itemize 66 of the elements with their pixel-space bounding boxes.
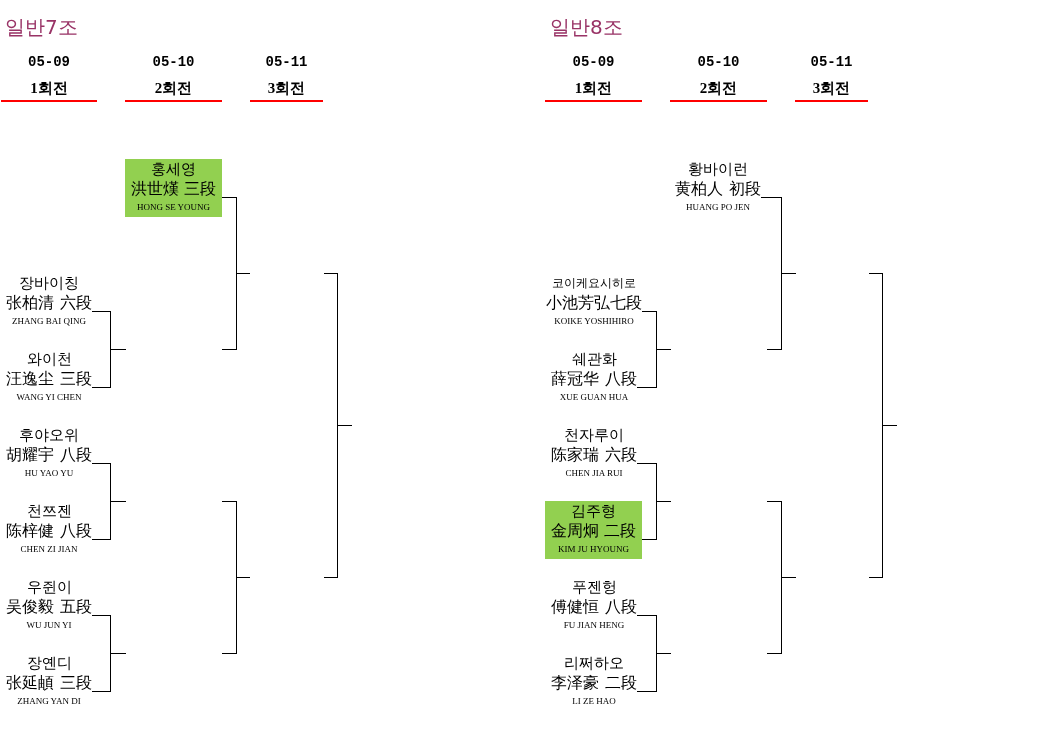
round-label: 3회전 <box>250 79 323 102</box>
korean-name: 코이케요시히로 <box>552 275 636 292</box>
date-label: 05-10 <box>696 53 741 71</box>
chinese-name: 金周炯 二段 <box>550 521 637 540</box>
romanized-name: HU YAO YU <box>24 467 74 480</box>
chinese-name: 汪逸尘 三段 <box>6 369 92 388</box>
korean-name: 후야오위 <box>19 426 79 445</box>
chinese-name: 胡耀宇 八段 <box>6 445 92 464</box>
romanized-name: HONG SE YOUNG <box>136 201 211 214</box>
korean-name: 장옌디 <box>26 654 72 673</box>
bracket-line <box>91 463 127 540</box>
round-label: 1회전 <box>1 79 97 102</box>
korean-name: 와이천 <box>26 350 72 369</box>
player-card <box>125 159 222 217</box>
korean-name: 우쥔이 <box>26 578 72 597</box>
chinese-name: 薛冠华 八段 <box>551 369 637 388</box>
round-label: 1회전 <box>545 79 642 102</box>
chinese-name: 黄柏人 初段 <box>675 179 761 198</box>
bracket-line <box>91 615 127 692</box>
bracket-line <box>636 311 672 388</box>
round-label: 2회전 <box>125 79 222 102</box>
korean-name: 천쯔젠 <box>26 502 72 521</box>
romanized-name: FU JIAN HENG <box>563 619 625 632</box>
romanized-name: KIM JU HYOUNG <box>558 543 629 556</box>
group-title: 일반7조 <box>5 16 78 38</box>
korean-name: 푸젠헝 <box>571 578 617 597</box>
korean-name: 김주형 <box>571 502 616 521</box>
chinese-name: 洪世熯 三段 <box>130 179 217 198</box>
korean-name: 장바이칭 <box>19 274 79 293</box>
romanized-name: KOIKE YOSHIHIRO <box>554 315 634 328</box>
romanized-name: ZHANG YAN DI <box>17 695 81 708</box>
bracket-line <box>760 197 797 350</box>
romanized-name: WANG YI CHEN <box>16 391 82 404</box>
korean-name: 리쩌하오 <box>564 654 624 673</box>
bracket-line <box>636 463 672 540</box>
romanized-name: HUANG PO JEN <box>686 201 750 214</box>
group-title: 일반8조 <box>550 16 623 38</box>
round-label: 3회전 <box>795 79 868 102</box>
bracket-line <box>91 311 127 388</box>
chinese-name: 陈家瑞 六段 <box>551 445 637 464</box>
date-label: 05-11 <box>264 53 309 71</box>
date-label: 05-09 <box>571 53 616 71</box>
korean-name: 쉐관화 <box>571 350 617 369</box>
romanized-name: ZHANG BAI QING <box>12 315 86 328</box>
date-label: 05-11 <box>809 53 854 71</box>
korean-name: 황바이런 <box>688 160 748 179</box>
round-label: 2회전 <box>670 79 767 102</box>
romanized-name: XUE GUAN HUA <box>559 391 629 404</box>
chinese-name: 傅健恒 八段 <box>551 597 637 616</box>
chinese-name: 陈梓健 八段 <box>6 521 92 540</box>
chinese-name: 张延頔 三段 <box>6 673 92 692</box>
romanized-name: CHEN ZI JIAN <box>20 543 78 556</box>
date-label: 05-10 <box>151 53 196 71</box>
korean-name: 천자루이 <box>564 426 624 445</box>
chinese-name: 吴俊毅 五段 <box>6 597 92 616</box>
korean-name: 홍세영 <box>151 160 196 179</box>
chinese-name: 张柏清 六段 <box>6 293 92 312</box>
player-card <box>545 501 642 559</box>
chinese-name: 李泽豪 二段 <box>551 673 637 692</box>
romanized-name: WU JUN YI <box>26 619 72 632</box>
romanized-name: LI ZE HAO <box>572 695 616 708</box>
chinese-name: 小池芳弘七段 <box>546 293 642 312</box>
bracket-line <box>636 615 672 692</box>
date-label: 05-09 <box>27 53 71 71</box>
bracket-line <box>221 197 251 350</box>
romanized-name: CHEN JIA RUI <box>565 467 623 480</box>
